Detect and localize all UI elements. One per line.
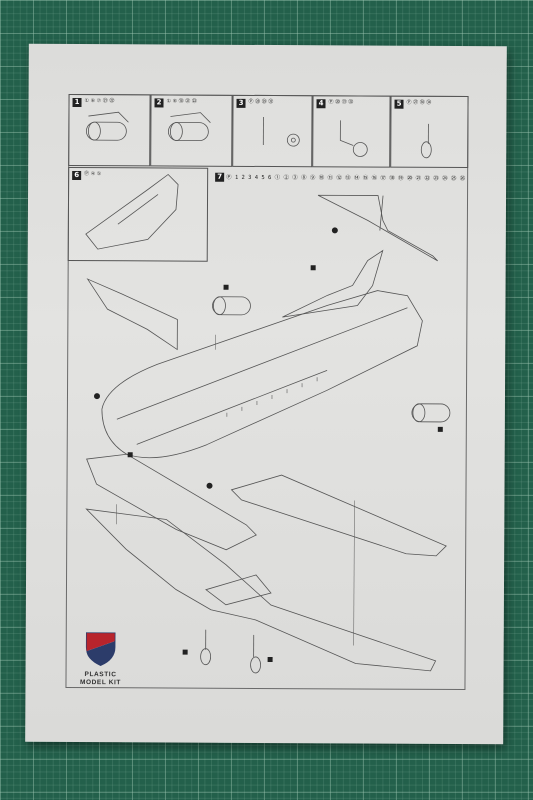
nose-panel-drawing <box>86 278 178 351</box>
part-number-box <box>310 265 316 271</box>
instruction-sheet: 1 ① ⑥ ⑦ ㉑ ㉒ 2 ① ⑥ ⑱ ㉑ ㉒ 3 Ⓟ ㉘ ㉙ ㉜ 4 Ⓟ ⑳ … <box>25 43 507 745</box>
tailplane-drawing <box>317 194 438 262</box>
warning-marker-icon <box>331 227 338 234</box>
brand-logo: PLASTIC MODEL KIT <box>70 629 130 689</box>
step-4-gear-drawing <box>339 120 368 157</box>
assembly-drawing <box>85 111 451 674</box>
main-gear-drawing <box>250 634 261 674</box>
part-number-box <box>267 657 273 663</box>
part-number-box <box>223 284 229 290</box>
engine-right-drawing <box>411 403 451 423</box>
nose-gear-drawing <box>200 629 212 666</box>
wing-right-drawing <box>230 474 447 557</box>
step-6-tail-drawing <box>85 173 179 250</box>
step-1-engine-drawing <box>85 111 129 141</box>
warning-marker-icon <box>206 482 213 489</box>
upper-fuselage-drawing <box>282 249 384 318</box>
warning-marker-icon <box>93 393 100 400</box>
engine-left-drawing <box>212 296 251 316</box>
part-number-box <box>182 649 188 655</box>
part-number-box <box>437 426 443 432</box>
step-3-gear-drawing <box>262 116 300 147</box>
lower-wing-drawing <box>85 508 437 672</box>
logo-brand-text: PLASTIC <box>84 671 117 679</box>
shield-logo-icon <box>85 632 116 666</box>
wing-left-drawing <box>86 453 257 551</box>
step-2-engine-drawing <box>167 112 211 142</box>
step-5-gear-drawing <box>420 123 432 159</box>
fuselage-drawing <box>101 290 423 459</box>
logo-subtitle-text: MODEL KIT <box>79 679 122 687</box>
part-number-box <box>127 452 133 458</box>
